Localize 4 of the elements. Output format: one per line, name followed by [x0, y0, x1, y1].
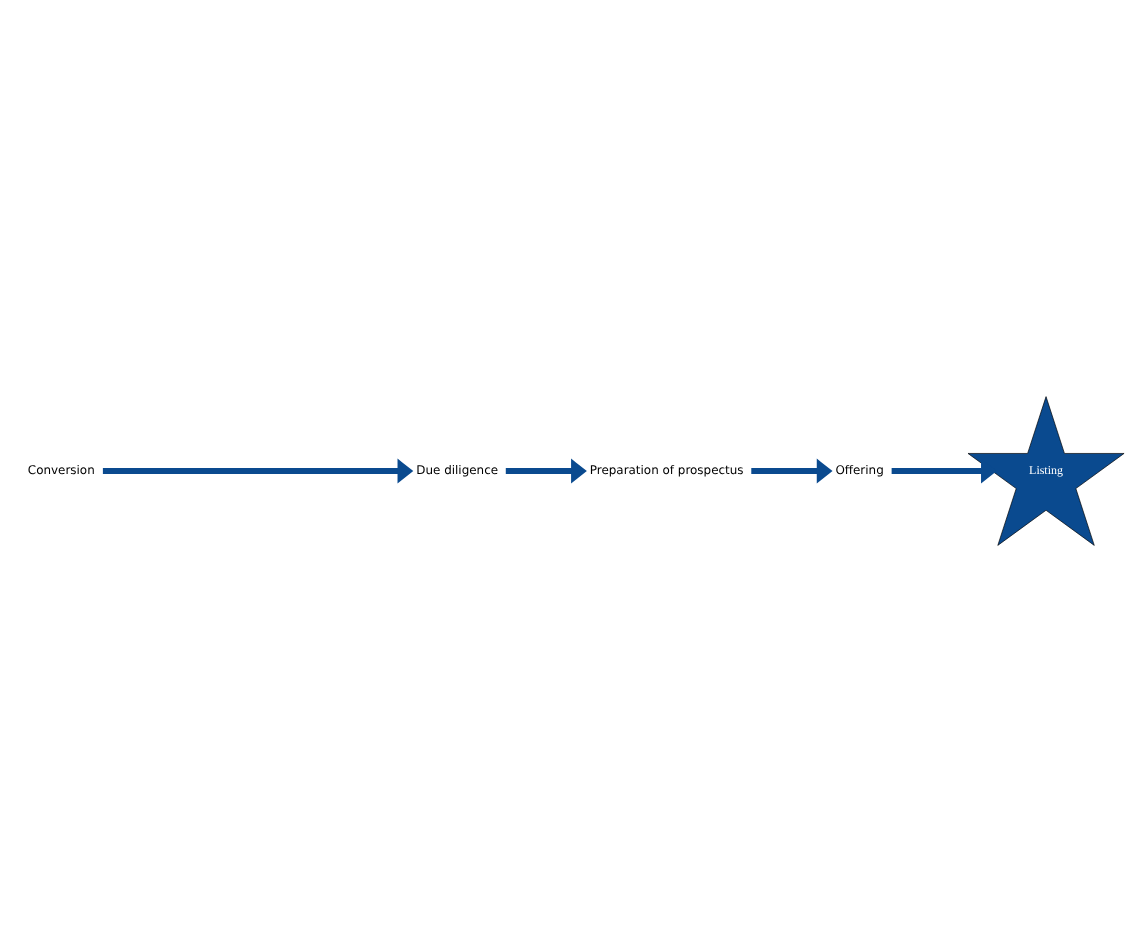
arrow [751, 458, 833, 484]
arrow [102, 458, 414, 484]
arrow [891, 458, 997, 484]
arrow [505, 458, 587, 484]
